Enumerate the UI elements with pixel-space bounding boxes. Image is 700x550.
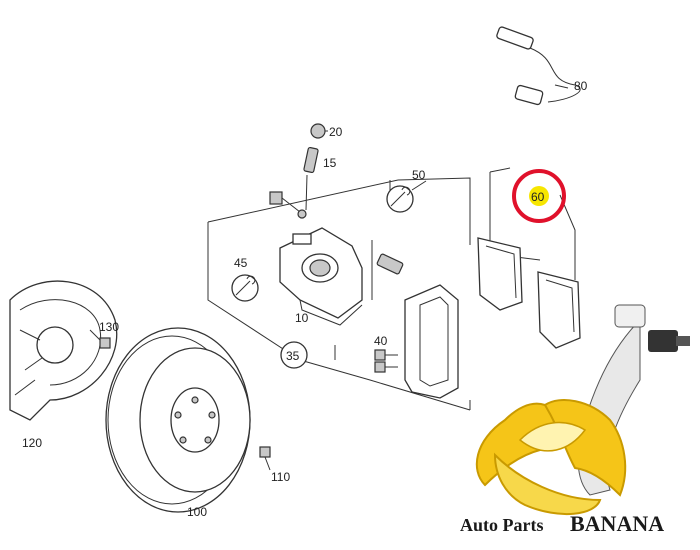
shield-bolt-part — [89, 329, 111, 349]
watermark-auto-parts: Auto Parts — [460, 515, 544, 535]
callout-60: 60 — [531, 190, 545, 204]
wear-sensor-part — [496, 26, 581, 106]
brake-disc-part — [105, 327, 251, 513]
disc-screw-part — [259, 446, 271, 471]
callout-80: 80 — [574, 79, 588, 93]
watermark-banana: BANANA — [570, 511, 664, 536]
callout-130: 130 — [99, 320, 119, 334]
wrench-icon — [386, 180, 427, 213]
callout-40: 40 — [374, 334, 388, 348]
callout-50: 50 — [412, 168, 426, 182]
callout-120: 120 — [22, 436, 42, 450]
callout-35-circle — [280, 341, 308, 369]
caliper-mount-bolt-part — [374, 349, 398, 373]
callout-45: 45 — [234, 256, 248, 270]
dust-shield-part — [9, 280, 118, 421]
callout-15: 15 — [323, 156, 337, 170]
callout-100: 100 — [187, 505, 207, 519]
callout-20: 20 — [329, 125, 343, 139]
guide-pin-part — [376, 253, 404, 275]
highlight-ring-stroke — [512, 169, 566, 223]
brake-caliper-part — [279, 227, 363, 326]
callout-110: 110 — [271, 470, 290, 484]
banana-logo — [475, 399, 627, 516]
brake-pad-set-part — [477, 237, 581, 349]
bleeder-screw-part — [303, 146, 319, 211]
callout-10: 10 — [295, 311, 309, 325]
bleeder-cap-part — [310, 123, 328, 139]
highlight-ring — [512, 169, 566, 223]
caliper-bracket-part — [404, 284, 459, 399]
caliper-bolt-part — [269, 191, 307, 219]
wrench-icon — [231, 274, 259, 302]
highlight-fill — [529, 186, 549, 206]
callout-35: 35 — [286, 349, 300, 363]
